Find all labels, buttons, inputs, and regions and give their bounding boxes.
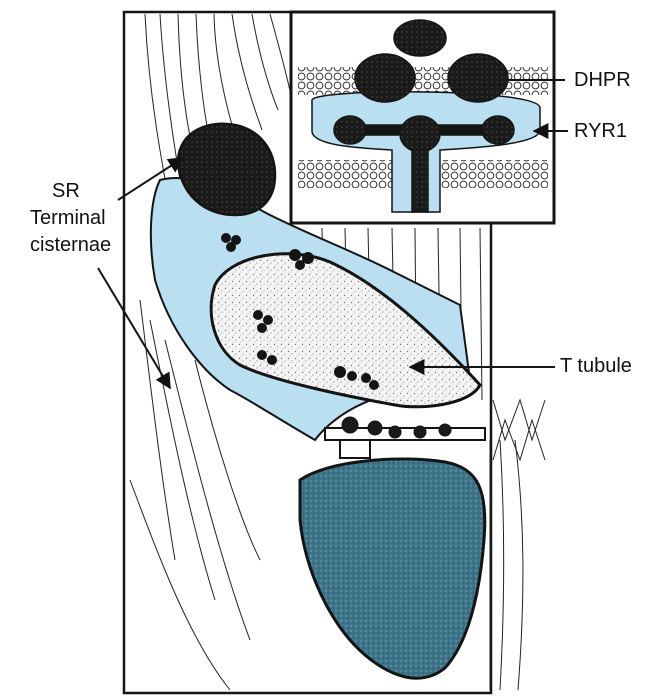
label-t-tubule: T tubule [560,355,632,377]
inset-ryr-center [400,116,440,152]
inset-ryr-left [334,116,366,144]
inset-ryr-stem [412,150,428,212]
inset-dhpr-top [394,20,446,56]
inset-ryr-right [482,116,514,144]
label-terminal: Terminal [30,207,106,229]
label-dhpr: DHPR [574,69,631,91]
label-ryr1: RYR1 [574,120,627,142]
inset-dhpr-left [355,54,415,102]
label-cisternae: cisternae [30,234,111,256]
inset-dhpr-right [448,54,508,102]
label-sr: SR [52,180,80,202]
